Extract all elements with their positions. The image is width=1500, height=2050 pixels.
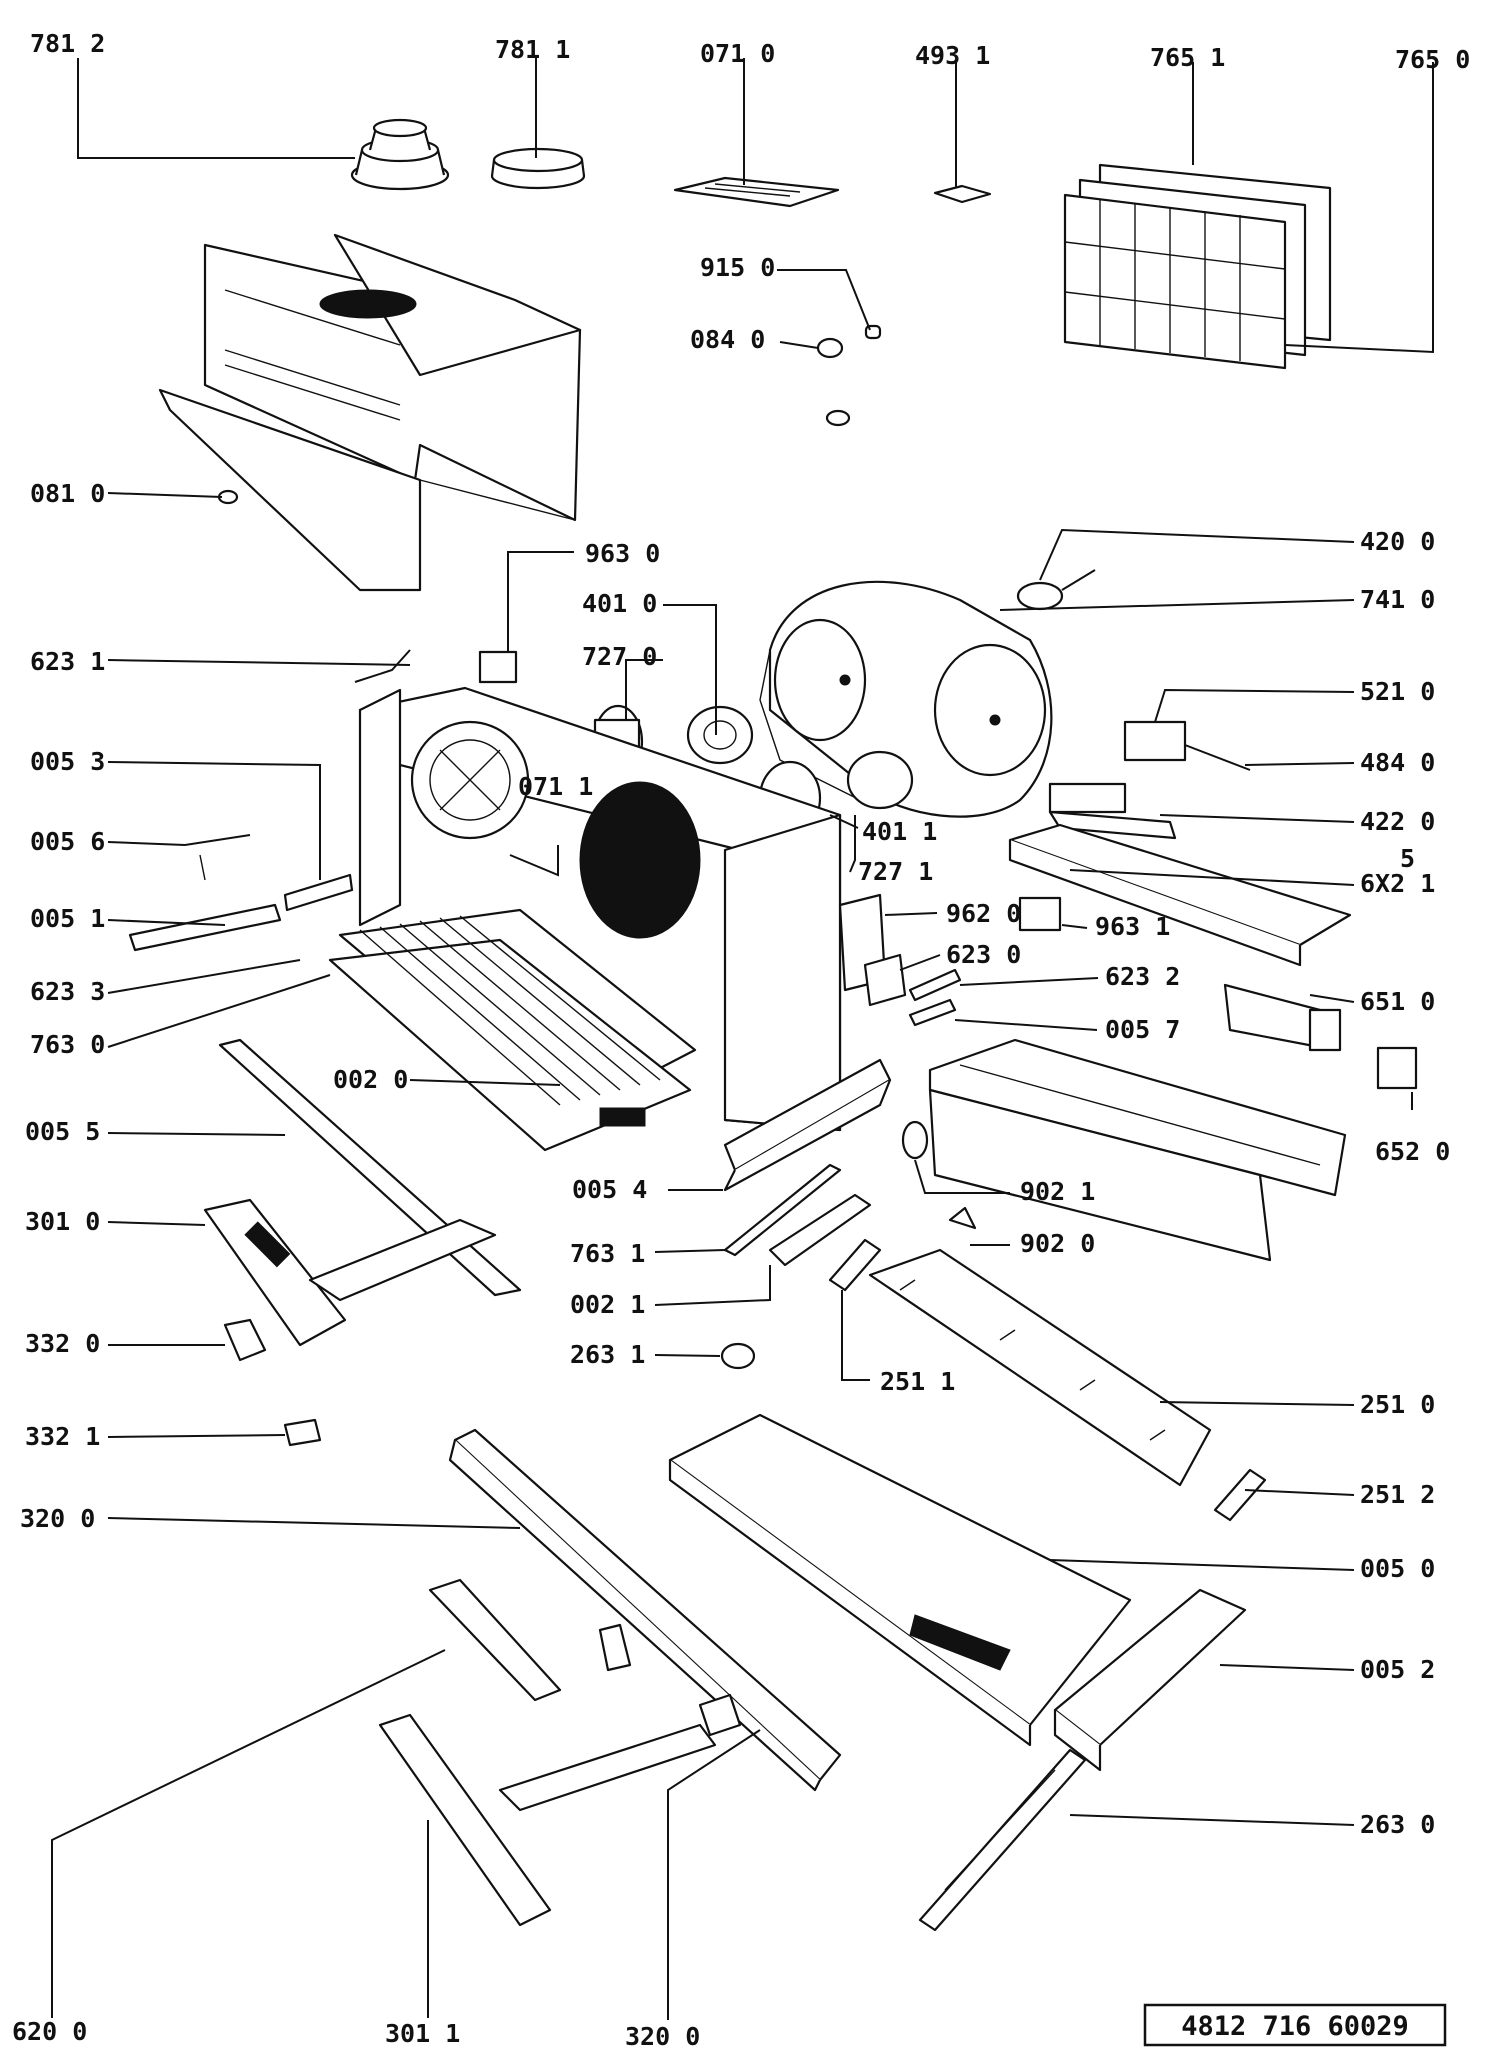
handle-301-part bbox=[203, 1198, 497, 1447]
part-label-9020: 902 0 bbox=[1020, 1229, 1095, 1258]
wire-clip-part bbox=[354, 649, 411, 683]
part-label-9620: 962 0 bbox=[946, 899, 1021, 928]
part-label-7271: 727 1 bbox=[858, 857, 933, 886]
grease-filter-part bbox=[1063, 163, 1332, 370]
part-label-0050: 005 0 bbox=[1360, 1554, 1435, 1583]
part-label-0840: 084 0 bbox=[690, 325, 765, 354]
part-label-6200: 620 0 bbox=[12, 2017, 87, 2046]
part-label-7410: 741 0 bbox=[1360, 585, 1435, 614]
right-channel-part bbox=[928, 1038, 1347, 1262]
leader-lines bbox=[51, 58, 1434, 2020]
part-label-3320: 332 0 bbox=[25, 1329, 100, 1358]
part-label-0711: 071 1 bbox=[518, 772, 593, 801]
capacitor-part bbox=[1016, 569, 1096, 611]
knob-263-part bbox=[720, 1342, 756, 1370]
part-label-4011: 401 1 bbox=[862, 817, 937, 846]
switch-knob-part bbox=[1376, 1046, 1418, 1090]
electrical-components-part bbox=[1048, 720, 1251, 840]
part-label-0020: 002 0 bbox=[333, 1065, 408, 1094]
fan-housing-part bbox=[759, 580, 1053, 818]
part-label-0054: 005 4 bbox=[572, 1175, 647, 1204]
grille-plate-part bbox=[673, 176, 840, 208]
part-label-2510: 251 0 bbox=[1360, 1390, 1435, 1419]
part-label-4840: 484 0 bbox=[1360, 748, 1435, 777]
switch-box-part bbox=[838, 893, 962, 1007]
clip-2512-part bbox=[1213, 1468, 1267, 1522]
part-label-0052: 005 2 bbox=[1360, 1655, 1435, 1684]
end-cap-part bbox=[1053, 1588, 1247, 1772]
part-label-3200a: 320 0 bbox=[20, 1504, 95, 1533]
part-label-4220: 422 0 bbox=[1360, 807, 1435, 836]
part-label-9021: 902 1 bbox=[1020, 1177, 1095, 1206]
small-clips-part bbox=[816, 324, 882, 427]
part-label-0053: 005 3 bbox=[30, 747, 105, 776]
part-label-0021: 002 1 bbox=[570, 1290, 645, 1319]
handle-301-lower-part bbox=[378, 1578, 742, 1927]
part-label-3010: 301 0 bbox=[25, 1207, 100, 1236]
part-label-6232: 623 2 bbox=[1105, 962, 1180, 991]
part-label-2511: 251 1 bbox=[880, 1367, 955, 1396]
part-label-5210: 521 0 bbox=[1360, 677, 1435, 706]
filter-grille-part bbox=[328, 908, 697, 1152]
part-label-3200b: 320 0 bbox=[625, 2022, 700, 2050]
main-housing-part bbox=[158, 233, 582, 592]
part-label-4010: 401 0 bbox=[582, 589, 657, 618]
channel-54-part bbox=[723, 1058, 892, 1192]
motor-plate-part bbox=[358, 686, 842, 1132]
document-code-box: 4812 716 60029 bbox=[1143, 2003, 1447, 2047]
document-code: 4812 716 60029 bbox=[1181, 2011, 1409, 2042]
part-label-0710: 071 0 bbox=[700, 39, 775, 68]
part-label-0057: 005 7 bbox=[1105, 1015, 1180, 1044]
part-label-3011: 301 1 bbox=[385, 2019, 460, 2048]
part-label-0051: 005 1 bbox=[30, 904, 105, 933]
duct-collar-part bbox=[350, 118, 450, 191]
part-label-0810: 081 0 bbox=[30, 479, 105, 508]
part-label-7631: 763 1 bbox=[570, 1239, 645, 1268]
part-label-3321: 332 1 bbox=[25, 1422, 100, 1451]
part-label-2631: 263 1 bbox=[570, 1340, 645, 1369]
slide-rail-part bbox=[918, 1748, 1087, 1932]
part-label-9630: 963 0 bbox=[585, 539, 660, 568]
part-label-0056: 005 6 bbox=[30, 827, 105, 856]
part-label-6231: 623 1 bbox=[30, 647, 105, 676]
part-label-7270: 727 0 bbox=[582, 642, 657, 671]
part-label-6520: 652 0 bbox=[1375, 1137, 1450, 1166]
clip-251-part bbox=[828, 1238, 882, 1292]
part-label-4931: 493 1 bbox=[915, 41, 990, 70]
bracket-57-part bbox=[908, 998, 957, 1027]
handwritten-mark: 5 bbox=[1400, 844, 1415, 873]
part-label-7811: 781 1 bbox=[495, 35, 570, 64]
slide-switch-part bbox=[1223, 983, 1342, 1052]
glass-panel-part bbox=[868, 1248, 1212, 1487]
part-label-7650: 765 0 bbox=[1395, 45, 1470, 74]
small-plate-part bbox=[478, 650, 518, 684]
control-rail-part bbox=[1008, 823, 1352, 967]
part-label-9631: 963 1 bbox=[1095, 912, 1170, 941]
part-label-7630: 763 0 bbox=[30, 1030, 105, 1059]
part-label-6510: 651 0 bbox=[1360, 987, 1435, 1016]
small-bracket-part bbox=[933, 184, 992, 204]
part-number-labels: 781 2 781 1 071 0 493 1 765 1 765 0 915 0 084 0… bbox=[12, 29, 1470, 2050]
strips-763-002-part bbox=[723, 1163, 872, 1267]
side-rails-part bbox=[128, 873, 354, 952]
small-hinge-part bbox=[184, 834, 251, 881]
part-label-7651: 765 1 bbox=[1150, 43, 1225, 72]
part-label-6230: 623 0 bbox=[946, 940, 1021, 969]
part-label-2630: 263 0 bbox=[1360, 1810, 1435, 1839]
parts-layer bbox=[128, 118, 1418, 1932]
part-label-9150: 915 0 bbox=[700, 253, 775, 282]
part-label-6321: 6X2 1 bbox=[1360, 869, 1435, 898]
duct-ring-part bbox=[490, 147, 586, 190]
part-label-7812: 781 2 bbox=[30, 29, 105, 58]
part-label-2512: 251 2 bbox=[1360, 1480, 1435, 1509]
front-panel-part bbox=[668, 1413, 1132, 1747]
clips-902-part bbox=[901, 1120, 977, 1230]
part-label-6233: 623 3 bbox=[30, 977, 105, 1006]
part-label-4200: 420 0 bbox=[1360, 527, 1435, 556]
part-label-0055: 005 5 bbox=[25, 1117, 100, 1146]
small-plate-right-part bbox=[1018, 896, 1062, 932]
